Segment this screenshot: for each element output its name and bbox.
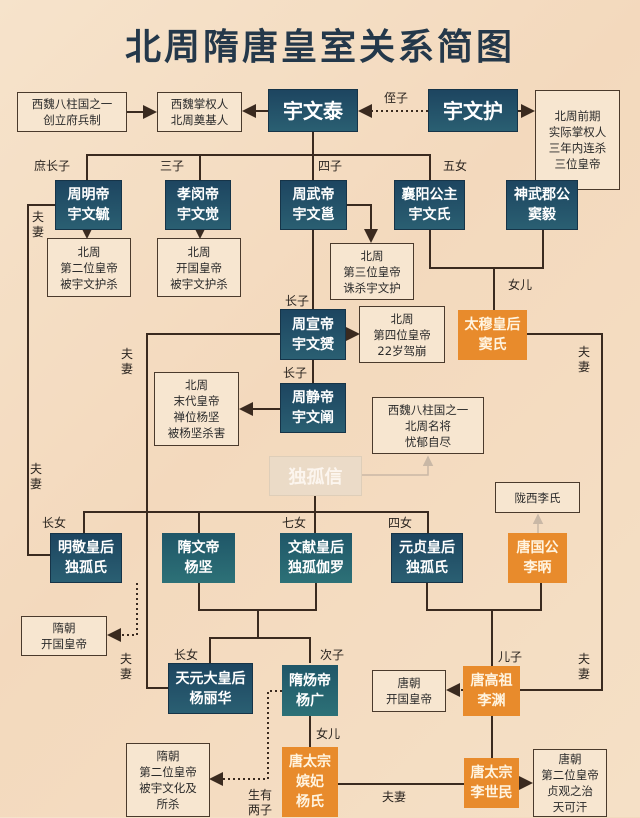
label-eldest-son-1: 长子 xyxy=(285,294,310,308)
node-wenxian: 文献皇后 独孤伽罗 xyxy=(280,533,352,583)
label-daughter-2: 女儿 xyxy=(316,727,341,741)
node-douyi: 神武郡公 窦毅 xyxy=(506,180,578,230)
note-wudi: 北周 第三位皇帝 诛杀宇文护 xyxy=(330,243,414,300)
node-gaozu: 唐高祖 李渊 xyxy=(463,666,520,716)
label-couple-1: 夫 妻 xyxy=(32,210,45,239)
note-taizong: 唐朝 第二位皇帝 贞观之治 天可汗 xyxy=(533,749,607,817)
node-xiaomindi: 孝闵帝 宇文觉 xyxy=(165,180,231,230)
label-son: 儿子 xyxy=(498,650,523,664)
label-couple-4: 夫 妻 xyxy=(30,462,43,491)
node-mingjing: 明敬皇后 独孤氏 xyxy=(50,533,122,583)
node-yuwenhu: 宇文护 xyxy=(428,89,518,132)
note-longxi: 陇西李氏 xyxy=(495,482,580,513)
label-daughter-1: 女儿 xyxy=(508,278,533,292)
label-eldest-concubine-son: 庶长子 xyxy=(34,159,71,173)
node-yuanzhen: 元贞皇后 独孤氏 xyxy=(391,533,463,583)
label-couple-7: 夫妻 xyxy=(382,790,407,804)
note-xiwei-zhuguo: 西魏八柱国之一 创立府兵制 xyxy=(17,92,127,132)
note-xiaomindi: 北周 开国皇帝 被宇文护杀 xyxy=(157,238,241,297)
label-couple-2: 夫 妻 xyxy=(121,347,134,376)
node-wendi: 隋文帝 杨坚 xyxy=(162,533,235,583)
note-yuwenhu: 北周前期 实际掌权人 三年内连杀 三位皇帝 xyxy=(535,90,620,190)
note-jingdi: 北周 末代皇帝 禅位杨坚 被杨坚杀害 xyxy=(154,372,239,446)
node-yangshi: 唐太宗 嫔妃 杨氏 xyxy=(282,747,338,817)
label-seventh-daughter: 七女 xyxy=(282,516,307,530)
node-duguxin: 独孤信 xyxy=(269,456,362,496)
note-yangdi: 隋朝 第二位皇帝 被宇文化及 所杀 xyxy=(126,743,210,817)
node-wudi: 周武帝 宇文邕 xyxy=(280,180,347,230)
label-two-sons: 生有 两子 xyxy=(248,788,273,817)
node-yuwentai: 宇文泰 xyxy=(268,89,358,132)
node-yangdi: 隋炀帝 杨广 xyxy=(282,665,338,716)
label-couple-5: 夫 妻 xyxy=(120,652,133,681)
node-mingdi: 周明帝 宇文毓 xyxy=(55,180,122,230)
label-fourth-son: 四子 xyxy=(318,159,343,173)
node-xuandi: 周宣帝 宇文赟 xyxy=(280,309,346,360)
label-second-son: 次子 xyxy=(320,648,345,662)
label-couple-3: 夫 妻 xyxy=(578,345,591,374)
note-mingdi: 北周 第二位皇帝 被宇文护杀 xyxy=(47,238,131,297)
node-tianyuan: 天元大皇后 杨丽华 xyxy=(168,663,253,714)
label-nephew: 侄子 xyxy=(384,91,409,105)
label-eldest-son-2: 长子 xyxy=(283,366,308,380)
note-wendi: 隋朝 开国皇帝 xyxy=(21,616,107,656)
label-third-son: 三子 xyxy=(160,159,185,173)
node-jingdi: 周静帝 宇文阐 xyxy=(280,383,346,433)
label-fourth-daughter: 四女 xyxy=(388,516,413,530)
node-tangguogong: 唐国公 李昞 xyxy=(508,533,567,583)
label-fifth-daughter: 五女 xyxy=(443,159,468,173)
label-couple-6: 夫 妻 xyxy=(578,652,591,681)
label-eldest-daughter-1: 长女 xyxy=(42,516,67,530)
node-taizong: 唐太宗 李世民 xyxy=(464,758,519,808)
note-xuandi: 北周 第四位皇帝 22岁驾崩 xyxy=(359,306,445,363)
label-eldest-daughter-2: 长女 xyxy=(174,648,199,662)
note-duguxin: 西魏八柱国之一 北周名将 忧郁自尽 xyxy=(372,397,484,454)
node-taimu: 太穆皇后 窦氏 xyxy=(458,310,527,360)
note-yuwentai: 西魏掌权人 北周奠基人 xyxy=(157,92,242,132)
node-xiangyang: 襄阳公主 宇文氏 xyxy=(394,180,465,230)
diagram-title: 北周隋唐皇室关系简图 xyxy=(124,27,515,68)
note-gaozu: 唐朝 开国皇帝 xyxy=(372,670,446,712)
